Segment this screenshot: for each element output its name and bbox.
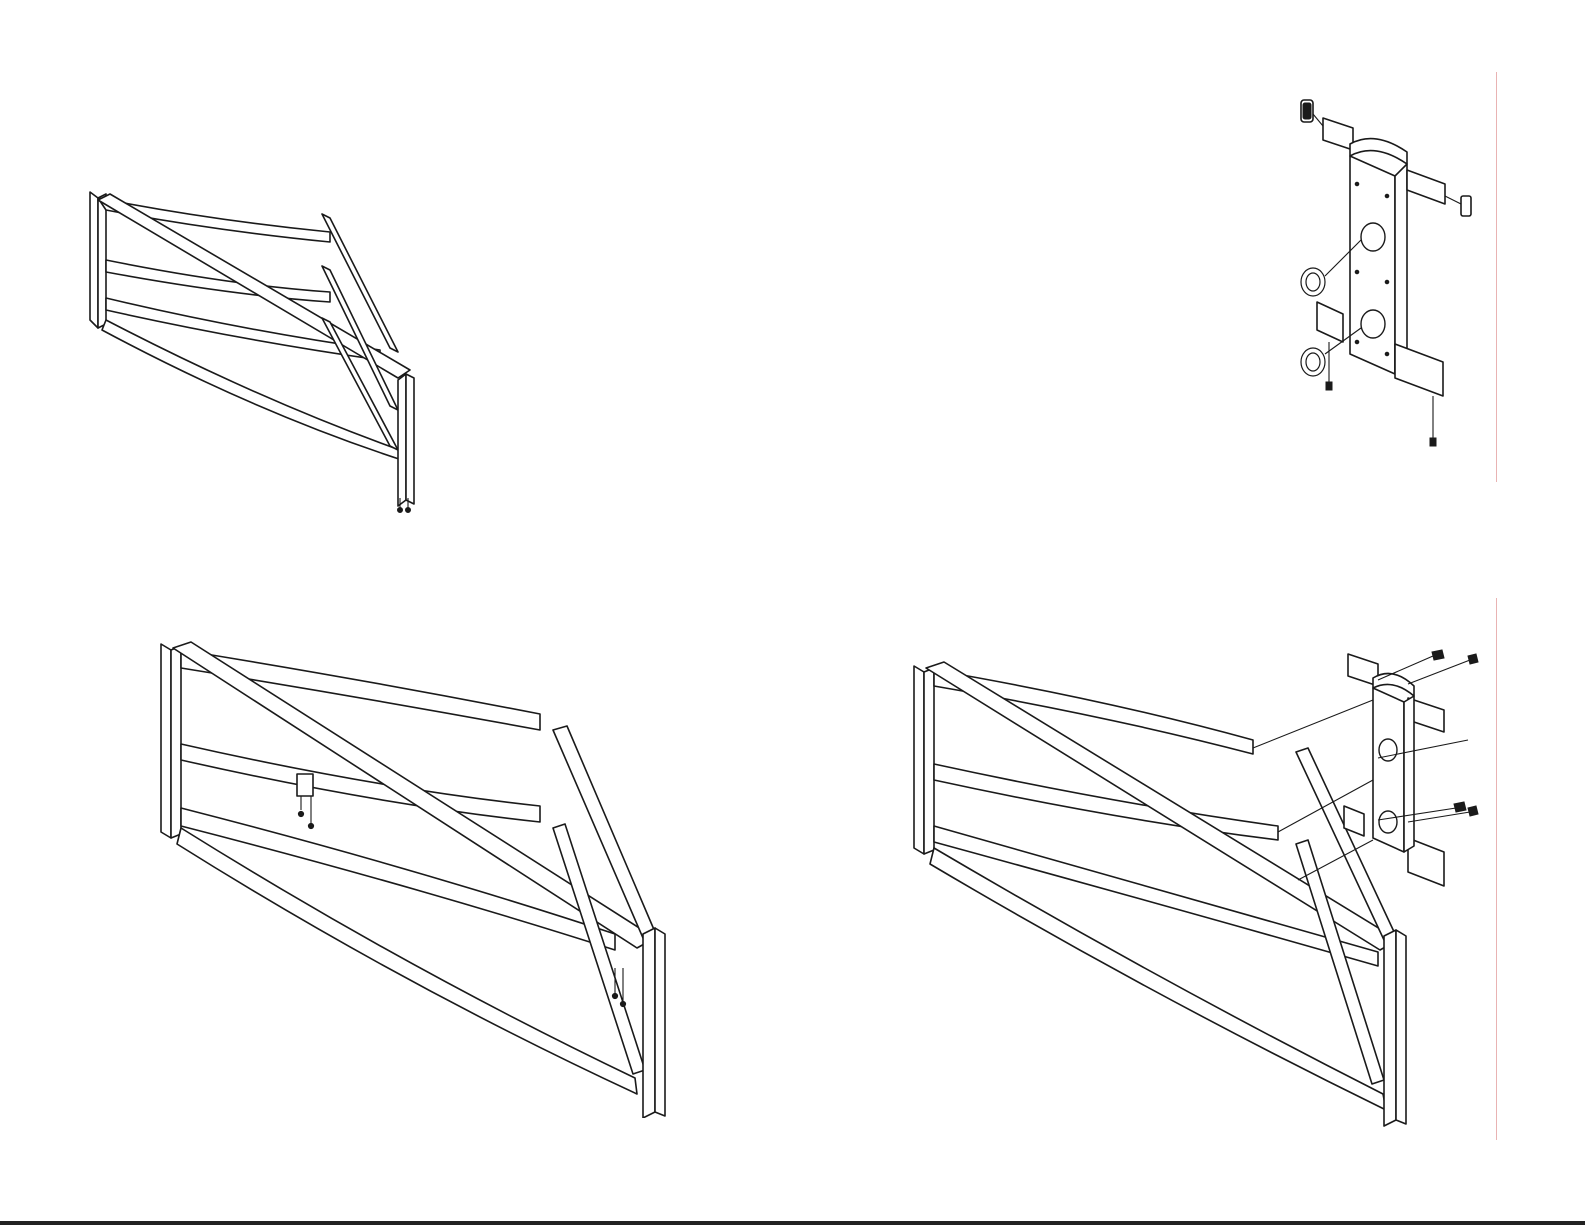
page-trim-line <box>1496 72 1497 482</box>
frame-exploded-rails-icon <box>80 180 440 520</box>
frame-with-mount-icon <box>908 640 1488 1130</box>
page-trim-line <box>1496 598 1497 1140</box>
frame-assembly-screws-icon <box>155 638 675 1118</box>
mount-bracket-exploded-icon <box>1295 92 1495 467</box>
page-bottom-edge <box>0 1221 1585 1225</box>
